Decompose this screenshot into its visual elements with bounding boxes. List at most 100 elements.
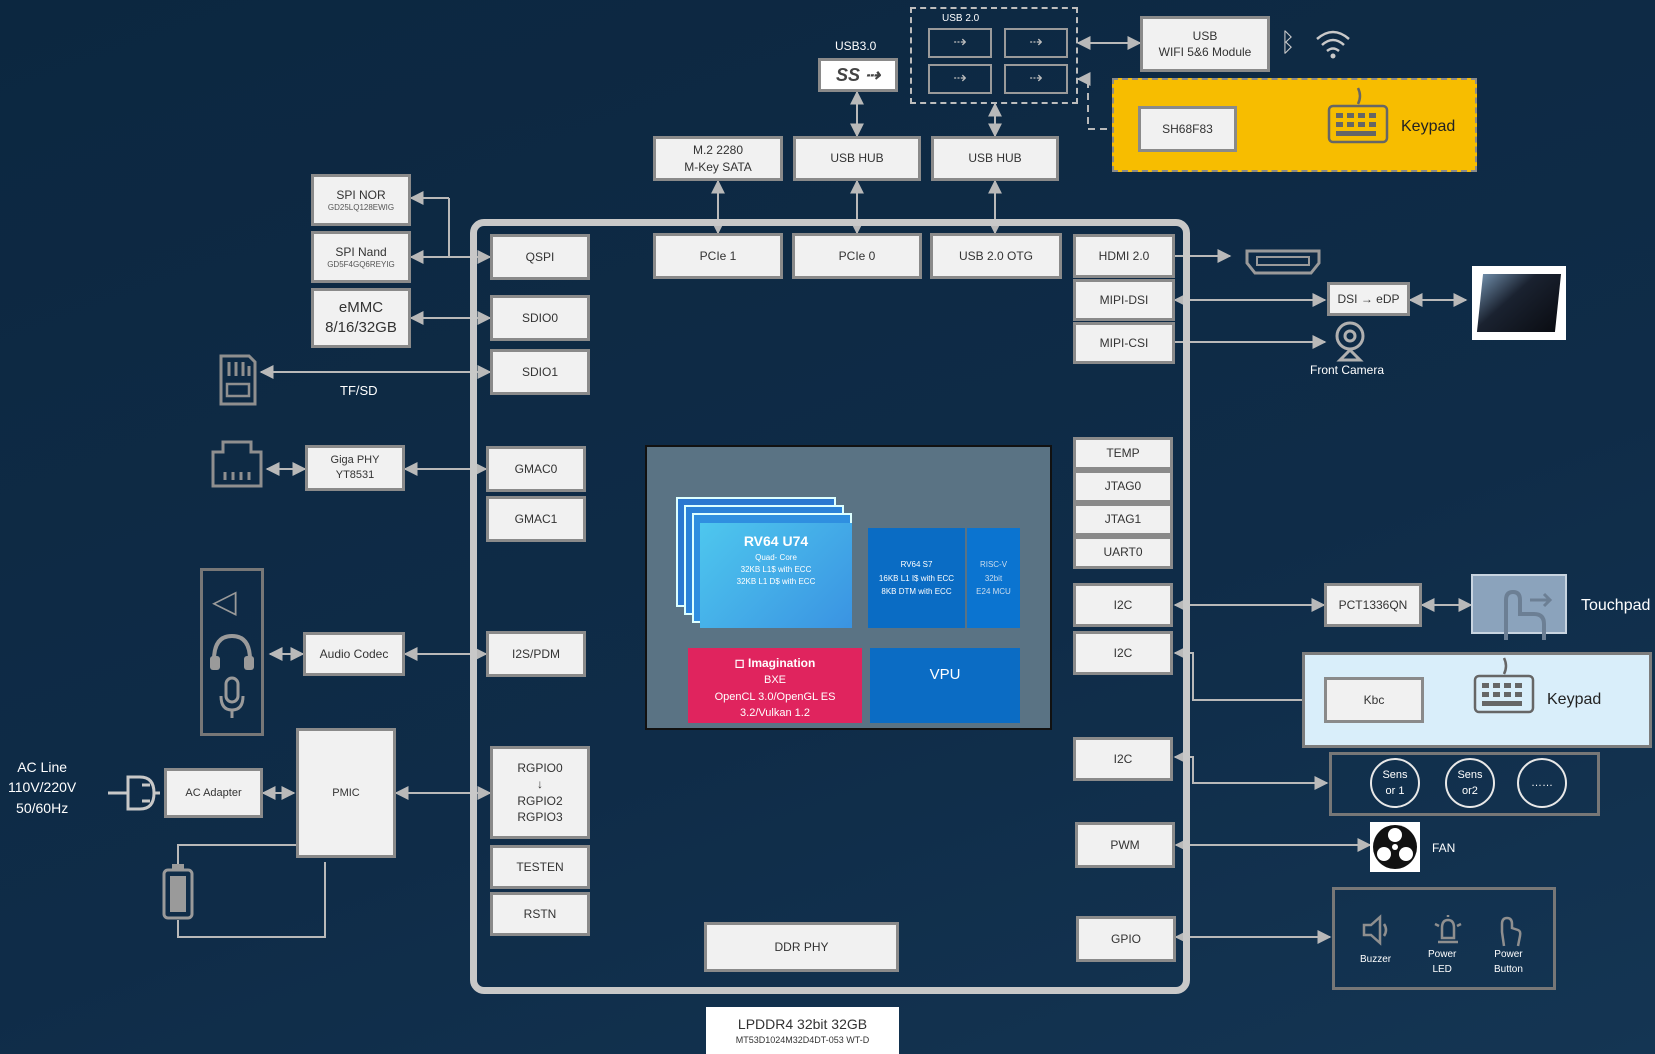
s7-line1: RV64 S7	[900, 560, 933, 569]
s7-line2: 16KB L1 I$ with ECC	[878, 573, 955, 583]
jtag0-port: JTAG0	[1073, 470, 1173, 503]
battery-icon	[162, 864, 194, 920]
spi-nand-label: SPI Nand	[335, 244, 387, 259]
spi-nor-flash: SPI NOR GD25LQ128EWIG	[311, 174, 411, 226]
usb20-port-4: ⇢	[1004, 64, 1068, 94]
usb20-port-group	[910, 7, 1078, 104]
wifi-module: USB WIFI 5&6 Module	[1140, 16, 1270, 72]
m2-line1: M.2 2280	[692, 143, 744, 158]
bluetooth-icon: ᛒ	[1280, 27, 1296, 57]
audio-io-panel	[200, 568, 264, 736]
mcu-line1: RISC-V	[979, 560, 1008, 569]
power-plug-icon	[108, 775, 160, 811]
ac-adapter: AC Adapter	[164, 768, 263, 818]
gmac0-port: GMAC0	[486, 446, 586, 492]
rgpio-port: RGPIO0 ↓ RGPIO2 RGPIO3	[490, 746, 590, 839]
keyboard-icon	[1473, 657, 1535, 714]
ac-line-label: AC Line 110V/220V 50/60Hz	[8, 757, 76, 818]
m2-line2: M-Key SATA	[684, 159, 752, 174]
imagination-logo-icon: ◻	[734, 656, 745, 670]
headphones-icon	[210, 633, 254, 670]
hdmi-connector-icon	[1245, 249, 1321, 275]
uart0-port: UART0	[1073, 536, 1173, 569]
cpu-title: RV64 U74	[743, 533, 809, 549]
usb30-label: USB3.0	[835, 39, 877, 53]
ac-line-3: 50/60Hz	[16, 799, 69, 816]
soc-boundary	[470, 219, 1190, 994]
e24-mcu: RISC-V 32bit E24 MCU	[967, 528, 1020, 628]
pct1336qn-chip: PCT1336QN	[1324, 583, 1422, 627]
sd-card-icon	[219, 354, 257, 406]
buzzer-label: Buzzer	[1360, 954, 1392, 965]
lpddr4-memory: LPDDR4 32bit 32GB MT53D1024M32D4DT-053 W…	[706, 1007, 899, 1054]
giga-phy-line1: Giga PHY	[330, 454, 380, 467]
i2c-port-1: I2C	[1073, 583, 1173, 627]
jtag1-port: JTAG1	[1073, 503, 1173, 536]
usb-icon: ⇢	[953, 34, 967, 52]
sdio1-port: SDIO1	[490, 349, 590, 395]
usb20-port-1: ⇢	[928, 28, 992, 58]
mcu-line2: 32bit	[984, 573, 1003, 583]
m2-slot: M.2 2280 M-Key SATA	[653, 136, 783, 181]
emmc-line2: 8/16/32GB	[325, 319, 397, 336]
lpddr4-part: MT53D1024M32D4DT-053 WT-D	[735, 1034, 870, 1045]
emmc-line1: eMMC	[338, 298, 384, 316]
s7-line3: 8KB DTM with ECC	[881, 587, 952, 597]
imagination-gpu: ◻ Imagination BXE OpenCL 3.0/OpenGL ES 3…	[688, 648, 862, 723]
spi-nor-part: GD25LQ128EWIG	[327, 202, 395, 212]
camera-icon	[1335, 321, 1365, 362]
giga-phy: Giga PHY YT8531	[305, 445, 405, 491]
emmc: eMMC 8/16/32GB	[311, 288, 411, 348]
ddr-phy: DDR PHY	[704, 922, 899, 972]
testen-port: TESTEN	[490, 845, 590, 889]
sh68f83-chip: SH68F83	[1138, 106, 1237, 152]
hdmi-port: HDMI 2.0	[1073, 234, 1175, 278]
fan-label: FAN	[1432, 841, 1456, 855]
spi-nor-label: SPI NOR	[336, 187, 386, 202]
usb20-label: USB 2.0	[942, 13, 980, 24]
keyboard-icon	[1327, 87, 1389, 144]
gpu-brand-text: Imagination	[747, 656, 816, 670]
power-led-line1: Power	[1428, 949, 1457, 960]
sensor-panel	[1329, 752, 1600, 816]
microphone-icon	[219, 676, 245, 718]
sensor-1-line1: Sens	[1382, 768, 1408, 781]
power-led-icon	[1434, 915, 1462, 944]
usb-superspeed-icon: SS ⇢	[835, 64, 881, 85]
wifi-icon	[1316, 30, 1350, 59]
cpu-line3: 32KB L1 D$ with ECC	[736, 577, 816, 586]
rgpio-line3: RGPIO3	[517, 809, 563, 824]
gpu-line1: BXE	[763, 674, 786, 686]
usb20-port-2: ⇢	[1004, 28, 1068, 58]
usb-icon: ⇢	[1029, 70, 1043, 88]
usb-otg-port: USB 2.0 OTG	[930, 233, 1062, 279]
gpu-line2: OpenCL 3.0/OpenGL ES	[714, 690, 836, 703]
audio-codec: Audio Codec	[303, 632, 405, 676]
fan-icon	[1370, 822, 1420, 872]
pcie0-port: PCIe 0	[792, 233, 922, 279]
usb30-port: SS ⇢	[818, 58, 898, 92]
touchpad-label: Touchpad	[1581, 597, 1651, 614]
usb-icon: ⇢	[1029, 34, 1043, 52]
rstn-port: RSTN	[490, 892, 590, 936]
mcu-line3: E24 MCU	[976, 587, 1011, 597]
usb-icon: ⇢	[953, 70, 967, 88]
i2s-pdm-port: I2S/PDM	[486, 631, 586, 677]
spi-nand-flash: SPI Nand GD5F4GQ6REYIG	[311, 231, 411, 283]
power-led-label: Power LED	[1428, 948, 1456, 977]
gpio-devices-panel	[1332, 887, 1556, 990]
pcie1-port: PCIe 1	[653, 233, 783, 279]
wifi-module-line2: WIFI 5&6 Module	[1158, 45, 1252, 59]
usb-hub-2: USB HUB	[931, 136, 1059, 181]
vpu-label: VPU	[929, 666, 961, 683]
touch-gesture-icon	[1504, 589, 1553, 640]
rgpio-line2: RGPIO2	[517, 793, 563, 808]
cpu-line1: Quad- Core	[755, 553, 797, 562]
lpddr4-label: LPDDR4 32bit 32GB	[737, 1015, 868, 1032]
buzzer-icon	[1362, 914, 1388, 946]
usb-hub-1: USB HUB	[793, 136, 921, 181]
mipi-csi-port: MIPI-CSI	[1073, 322, 1175, 364]
dsi-to-edp: DSI → eDP	[1327, 282, 1410, 316]
